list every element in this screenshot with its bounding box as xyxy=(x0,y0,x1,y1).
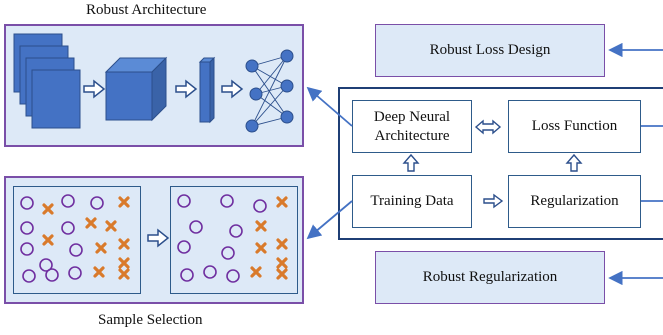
robust-regularization-label: Robust Regularization xyxy=(422,269,558,285)
robust-architecture-title: Robust Architecture xyxy=(86,2,207,18)
sample-selection-title: Sample Selection xyxy=(98,312,203,328)
regularization-label: Regularization xyxy=(530,193,619,210)
selected-sample-circles xyxy=(177,194,267,283)
regularization-box: Regularization xyxy=(508,175,641,228)
flatten-layer-icon xyxy=(198,56,216,124)
selected-sample-crosses xyxy=(250,196,288,280)
robust-regularization-box: Robust Regularization xyxy=(375,251,605,304)
cube-icon xyxy=(104,56,168,122)
loss-function-label: Loss Function xyxy=(531,118,618,135)
neural-network-icon xyxy=(245,49,294,133)
noisy-sample-circles xyxy=(20,194,104,283)
robust-loss-design-label: Robust Loss Design xyxy=(429,42,551,58)
deep-neural-architecture-box: Deep Neural Architecture xyxy=(352,100,472,153)
feature-map-stack-icon xyxy=(13,33,81,129)
noisy-sample-crosses xyxy=(42,196,130,280)
loss-function-box: Loss Function xyxy=(508,100,641,153)
training-data-box: Training Data xyxy=(352,175,472,228)
robust-loss-design-box: Robust Loss Design xyxy=(375,24,605,77)
training-data-label: Training Data xyxy=(370,193,454,210)
hollow-arrow-icon xyxy=(83,79,244,248)
deep-neural-architecture-label: Deep Neural Architecture xyxy=(373,108,451,144)
connector-arrows xyxy=(306,42,663,286)
core-hollow-arrows xyxy=(402,119,583,209)
